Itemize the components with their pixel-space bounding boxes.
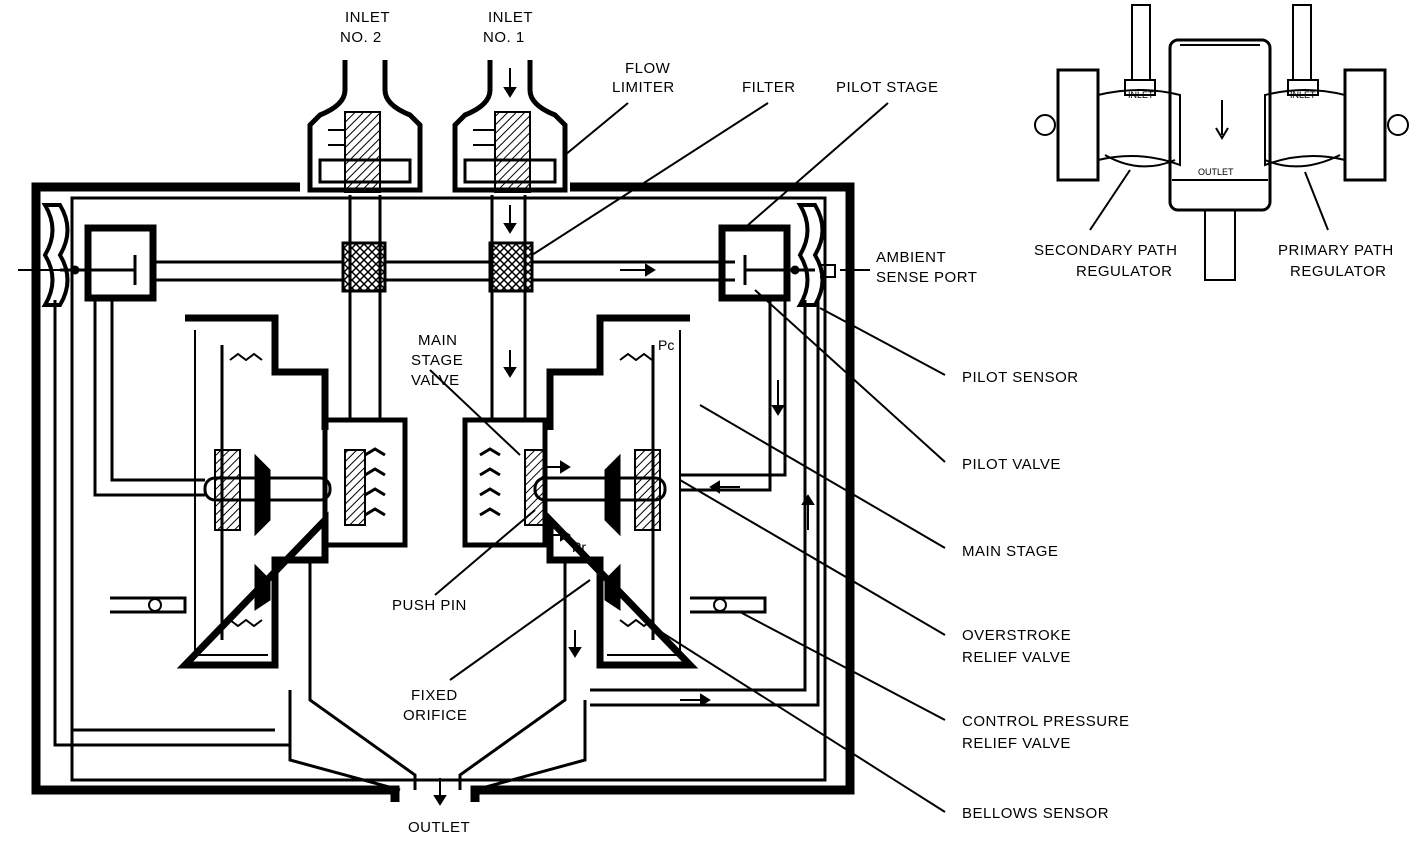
labels: INLET NO. 2 INLET NO. 1 FLOW LIMITER FIL… [340, 9, 1129, 836]
right-main-stage [462, 314, 767, 669]
outlet-channel [288, 560, 587, 792]
inlet-passages [348, 195, 527, 420]
pilot-valve-label: PILOT VALVE [962, 456, 1061, 473]
flow-limiter-label-line2: LIMITER [612, 79, 675, 96]
secondary-path-line1: SECONDARY PATH [1034, 242, 1177, 259]
overstroke-relief-line1: OVERSTROKE [962, 627, 1071, 644]
inset-inlet-right: INLET [1290, 90, 1316, 100]
pilot-stage-label: PILOT STAGE [836, 79, 938, 96]
leader-lines [429, 102, 946, 813]
push-pin-label: PUSH PIN [392, 597, 467, 614]
fixed-orifice-line1: FIXED [411, 687, 458, 704]
pilot-supply-lines [18, 260, 870, 282]
filter-label: FILTER [742, 79, 796, 96]
inlet1-label-line1: INLET [488, 9, 533, 26]
main-stage-valve-line1: MAIN [418, 332, 458, 349]
pilot-stage-right [718, 203, 836, 307]
inlet1-label-line2: NO. 1 [483, 29, 525, 46]
secondary-path-line2: REGULATOR [1076, 263, 1172, 280]
inset-regulator-drawing [1034, 4, 1409, 281]
pilot-stage-left [41, 203, 157, 307]
pc-label: Pc [658, 337, 674, 353]
main-stage-valve-line2: STAGE [411, 352, 463, 369]
filter-right [488, 241, 534, 293]
main-stage-valve-line3: VALVE [411, 372, 460, 389]
outlet-label: OUTLET [408, 819, 470, 836]
flow-arrows [433, 68, 815, 806]
flow-limiter-label-line1: FLOW [625, 60, 671, 77]
inset-labels: INLET INLET OUTLET SECONDARY PATH REGULA… [1034, 90, 1394, 280]
control-pressure-relief-line2: RELIEF VALVE [962, 735, 1071, 752]
primary-path-line1: PRIMARY PATH [1278, 242, 1394, 259]
pr-label: Pr [572, 539, 586, 555]
inset-inlet-left: INLET [1128, 90, 1154, 100]
inlet2-label-line1: INLET [345, 9, 390, 26]
left-main-stage [110, 314, 408, 669]
primary-path-line2: REGULATOR [1290, 263, 1386, 280]
inset-outlet: OUTLET [1198, 167, 1234, 177]
filter-left [341, 241, 387, 293]
inlet-no2-housing [307, 60, 423, 193]
pilot-sensor-label: PILOT SENSOR [962, 369, 1079, 386]
ambient-sense-port-line2: SENSE PORT [876, 269, 977, 286]
inlet2-label-line2: NO. 2 [340, 29, 382, 46]
inlet-no1-housing [452, 60, 568, 193]
fixed-orifice-line2: ORIFICE [403, 707, 467, 724]
main-stage-label: MAIN STAGE [962, 543, 1058, 560]
bellows-sensor-label: BELLOWS SENSOR [962, 805, 1109, 822]
overstroke-relief-line2: RELIEF VALVE [962, 649, 1071, 666]
control-pressure-relief-line1: CONTROL PRESSURE [962, 713, 1129, 730]
ambient-sense-port-line1: AMBIENT [876, 249, 946, 266]
